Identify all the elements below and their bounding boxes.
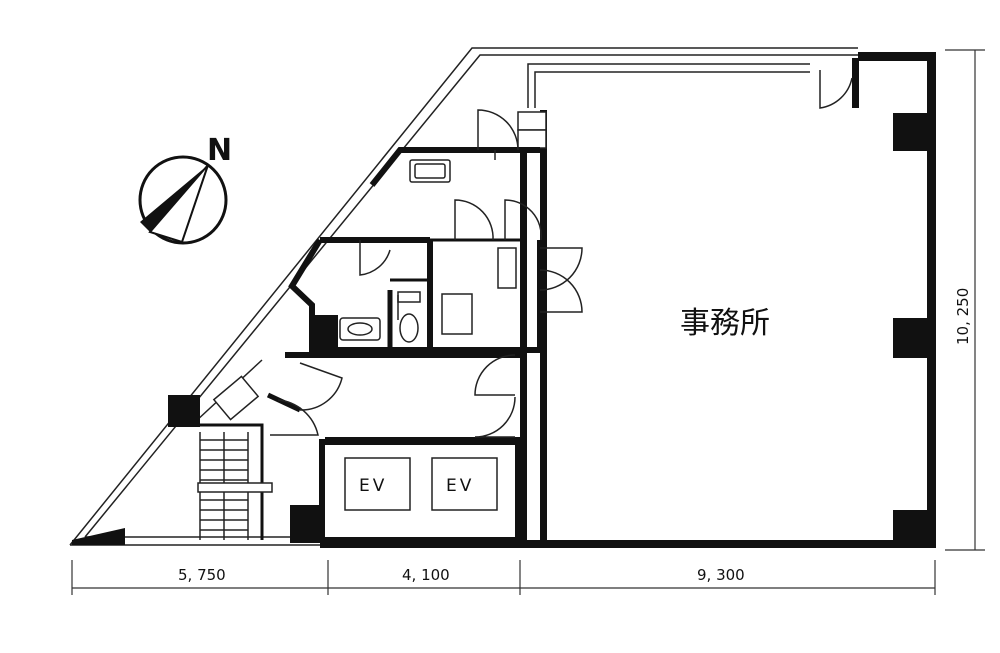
fixtures [212, 159, 517, 421]
north-compass: N [138, 133, 232, 245]
bottom-dimension: 5, 750 4, 100 9, 300 [71, 560, 936, 595]
elevator-label-2: EV [446, 476, 474, 496]
dimension-height: 10, 250 [954, 288, 972, 345]
office-walls [290, 52, 936, 548]
elevator-car-2 [431, 457, 498, 511]
door-swings [270, 70, 853, 438]
core-rooms [72, 147, 543, 545]
office-room-label: 事務所 [680, 306, 770, 341]
compass-north-label: N [207, 133, 232, 168]
dimension-right: 9, 300 [697, 566, 745, 584]
dimension-middle: 4, 100 [402, 566, 450, 584]
stairs [197, 432, 273, 540]
elevators: EV EV [344, 457, 498, 511]
elevator-label-1: EV [359, 476, 387, 496]
elevator-car-1 [344, 457, 411, 511]
right-dimension: 10, 250 [945, 49, 985, 551]
dimension-left: 5, 750 [178, 566, 226, 584]
office-top-window [517, 58, 859, 149]
